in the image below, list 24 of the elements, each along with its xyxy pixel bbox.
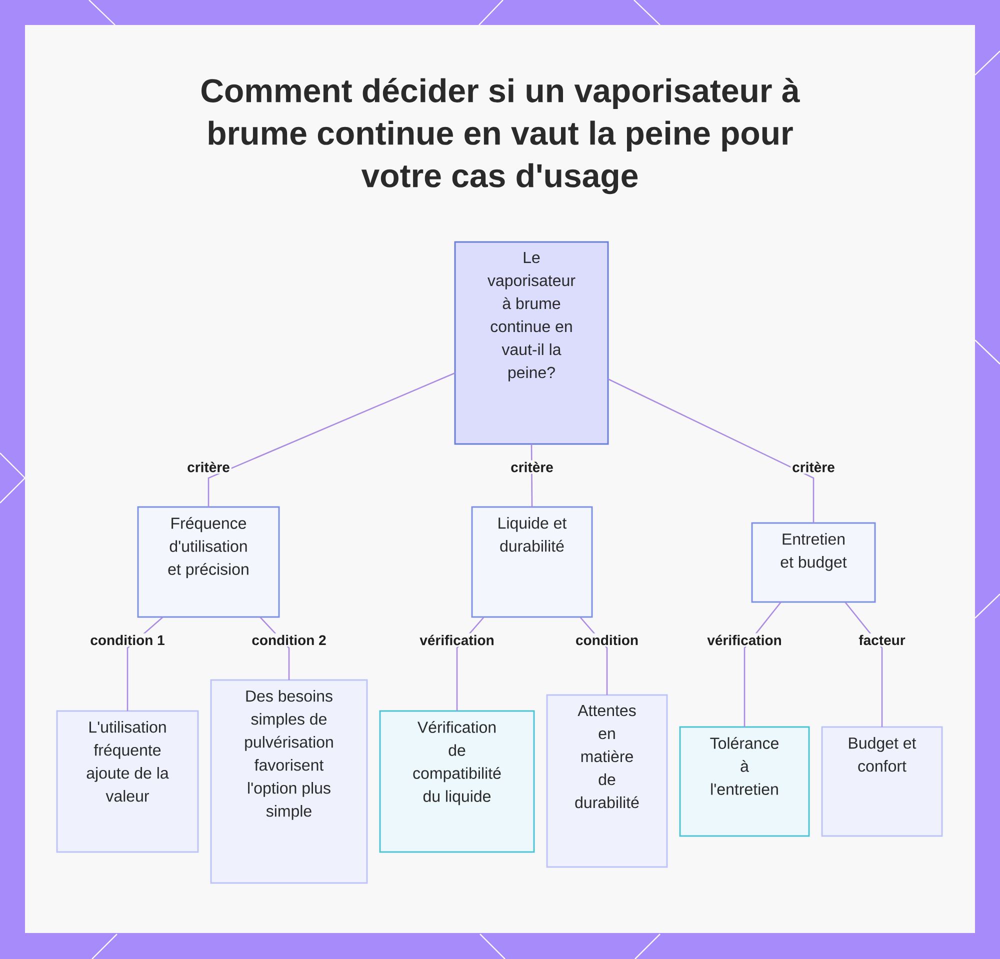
edge-label: facteur [857, 633, 907, 647]
edge-label: critère [790, 460, 836, 474]
edge-label: condition 2 [250, 633, 328, 647]
outcome-box: Des besoins simples de pulvérisation favorisent l'option plus simple [210, 679, 368, 884]
criterion-box: Entretien et budget [751, 522, 876, 603]
edge-label: condition 1 [88, 633, 166, 647]
criterion-box: Liquide et durabilité [471, 506, 593, 618]
criterion-box: Fréquence d'utilisation et précision [137, 506, 280, 618]
connector-line [744, 602, 782, 727]
outcome-box: Attentes en matière de durabilité [546, 694, 668, 868]
connector-line [608, 378, 814, 523]
outcome-box: Budget et confort [821, 726, 943, 837]
title: Comment décider si un vaporisateur à brume continue en vaut la peine pour votre cas d'usage [202, 78, 800, 194]
outcome-box: Tolérance à l'entretien [679, 726, 810, 837]
connector-line [844, 602, 883, 727]
edge-label: condition [574, 633, 640, 647]
edge-label: vérification [706, 633, 784, 647]
edge-label: critère [186, 460, 232, 474]
edge-label: vérification [418, 633, 496, 647]
outcome-box: Vérification de compatibilité du liquide [379, 710, 535, 853]
outcome-box: L'utilisation fréquente ajoute de la valeur [56, 710, 199, 853]
question-box: Le vaporisateur à brume continue en vaut-il la peine? [454, 241, 609, 445]
connector-line [208, 372, 456, 507]
edge-label: critère [509, 460, 555, 474]
